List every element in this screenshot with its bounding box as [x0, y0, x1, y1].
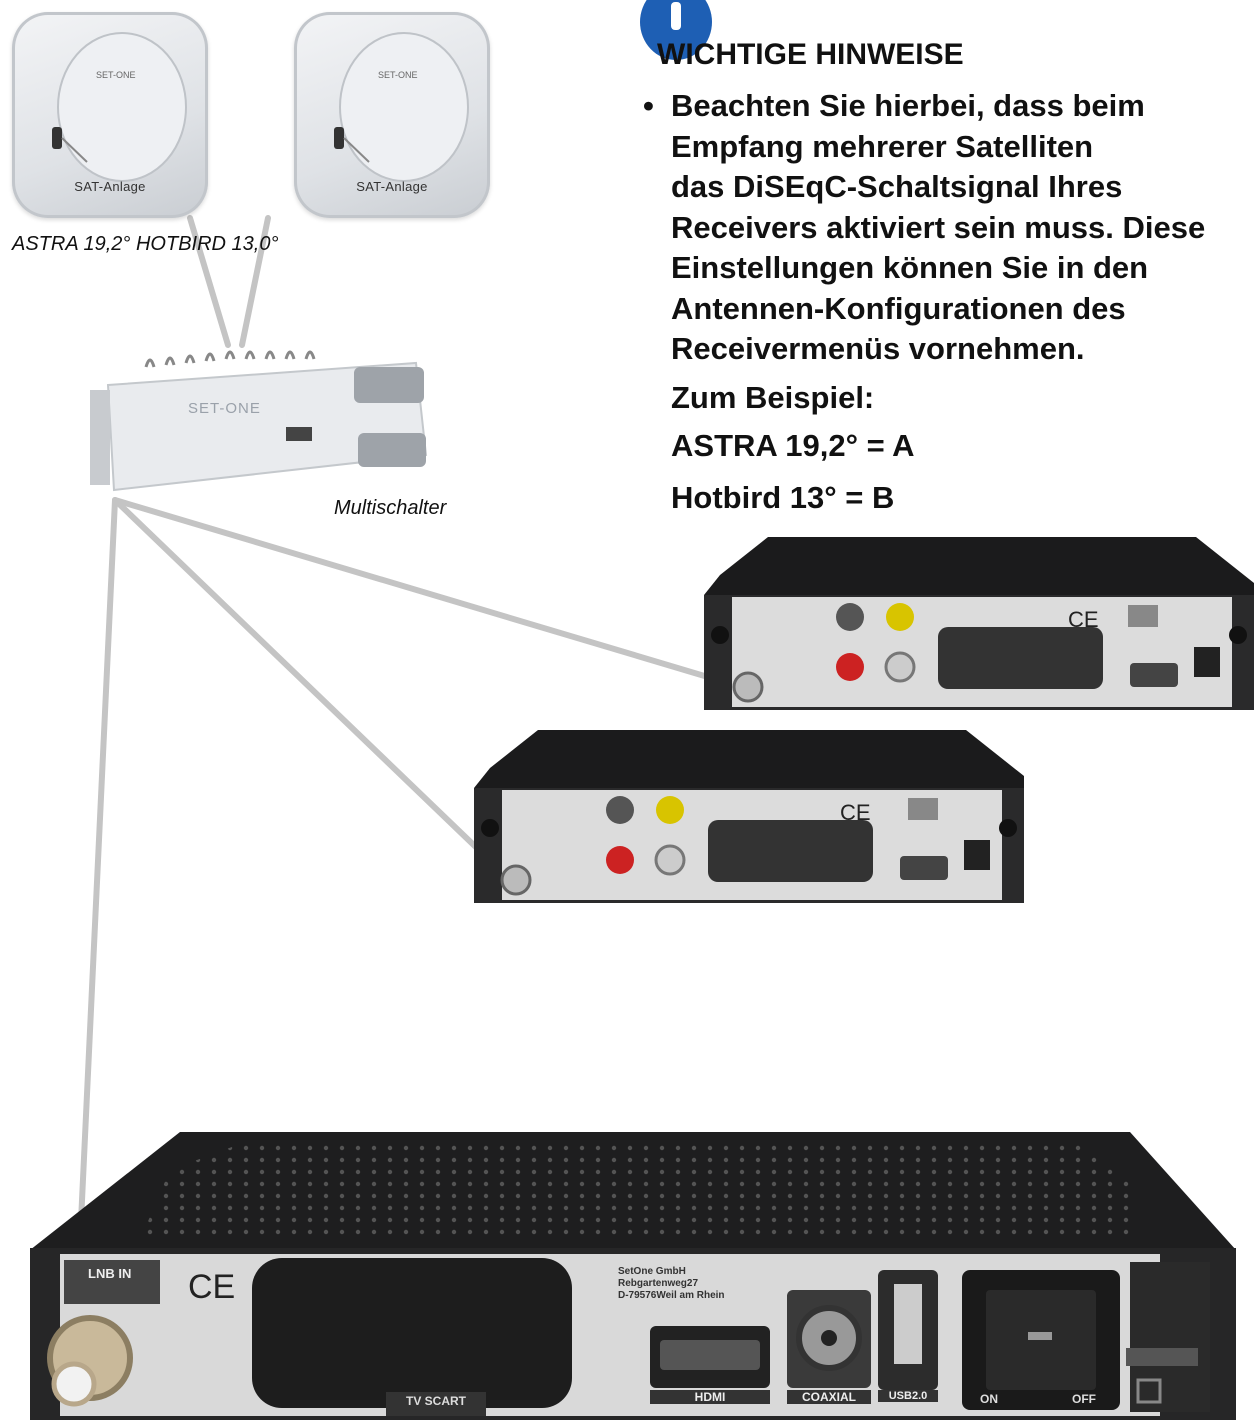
notice-line: Antennen-Konfigurationen des: [671, 289, 1257, 330]
power-on-label: ON: [980, 1392, 998, 1406]
svg-text:CE: CE: [1068, 607, 1099, 632]
notice-title: WICHTIGE HINWEISE: [657, 38, 964, 72]
notice-bullet: •: [643, 86, 654, 127]
power-off-label: OFF: [1072, 1392, 1096, 1406]
dish-label: SAT-Anlage: [294, 179, 490, 194]
example-heading: Zum Beispiel:: [671, 380, 874, 416]
manufacturer-address: SetOne GmbH Rebgartenweg27 D-79576Weil a…: [618, 1266, 725, 1302]
receiver-1: CE: [698, 535, 1259, 713]
notice-line: Beachten Sie hierbei, dass beim: [671, 86, 1257, 127]
notice-line: Receivers aktiviert sein muss. Diese: [671, 208, 1257, 249]
coaxial-label: COAXIAL: [787, 1390, 871, 1404]
address-line: D-79576Weil am Rhein: [618, 1290, 725, 1302]
dish-brand: SET-ONE: [96, 70, 136, 80]
address-line: SetOne GmbH: [618, 1266, 725, 1278]
notice-line: Receivermenüs vornehmen.: [671, 329, 1257, 370]
multiswitch-brand: SET-ONE: [188, 400, 261, 417]
svg-text:CE: CE: [188, 1268, 235, 1306]
notice-line: das DiSEqC-Schaltsignal Ihres: [671, 167, 1257, 208]
svg-text:CE: CE: [840, 800, 871, 825]
satellite-caption: ASTRA 19,2° HOTBIRD 13,0°: [12, 233, 278, 256]
dish-brand: SET-ONE: [378, 70, 418, 80]
notice-line: Empfang mehrerer Satelliten: [671, 127, 1257, 168]
multiswitch: SET-ONE: [86, 345, 432, 495]
example-hotbird: Hotbird 13° = B: [671, 480, 894, 516]
usb-label: USB2.0: [878, 1390, 938, 1402]
multiswitch-caption: Multischalter: [334, 497, 446, 520]
satellite-dish-hotbird: SET-ONE SAT-Anlage: [294, 12, 490, 218]
tv-scart-label: TV SCART: [386, 1394, 486, 1408]
hdmi-label: HDMI: [650, 1390, 770, 1404]
multiswitch-body: [86, 345, 432, 495]
main-receiver: CE LNB IN TV SCART SetOne GmbH Rebgarten…: [30, 1130, 1259, 1420]
address-line: Rebgartenweg27: [618, 1278, 725, 1290]
satellite-dish-astra: SET-ONE SAT-Anlage: [12, 12, 208, 218]
receiver-2: CE: [468, 728, 1026, 906]
example-astra: ASTRA 19,2° = A: [671, 428, 915, 464]
lnb-in-label: LNB IN: [88, 1266, 131, 1281]
dish-label: SAT-Anlage: [12, 179, 208, 194]
notice-line: Einstellungen können Sie in den: [671, 248, 1257, 289]
notice-text: Beachten Sie hierbei, dass beim Empfang …: [671, 86, 1257, 370]
